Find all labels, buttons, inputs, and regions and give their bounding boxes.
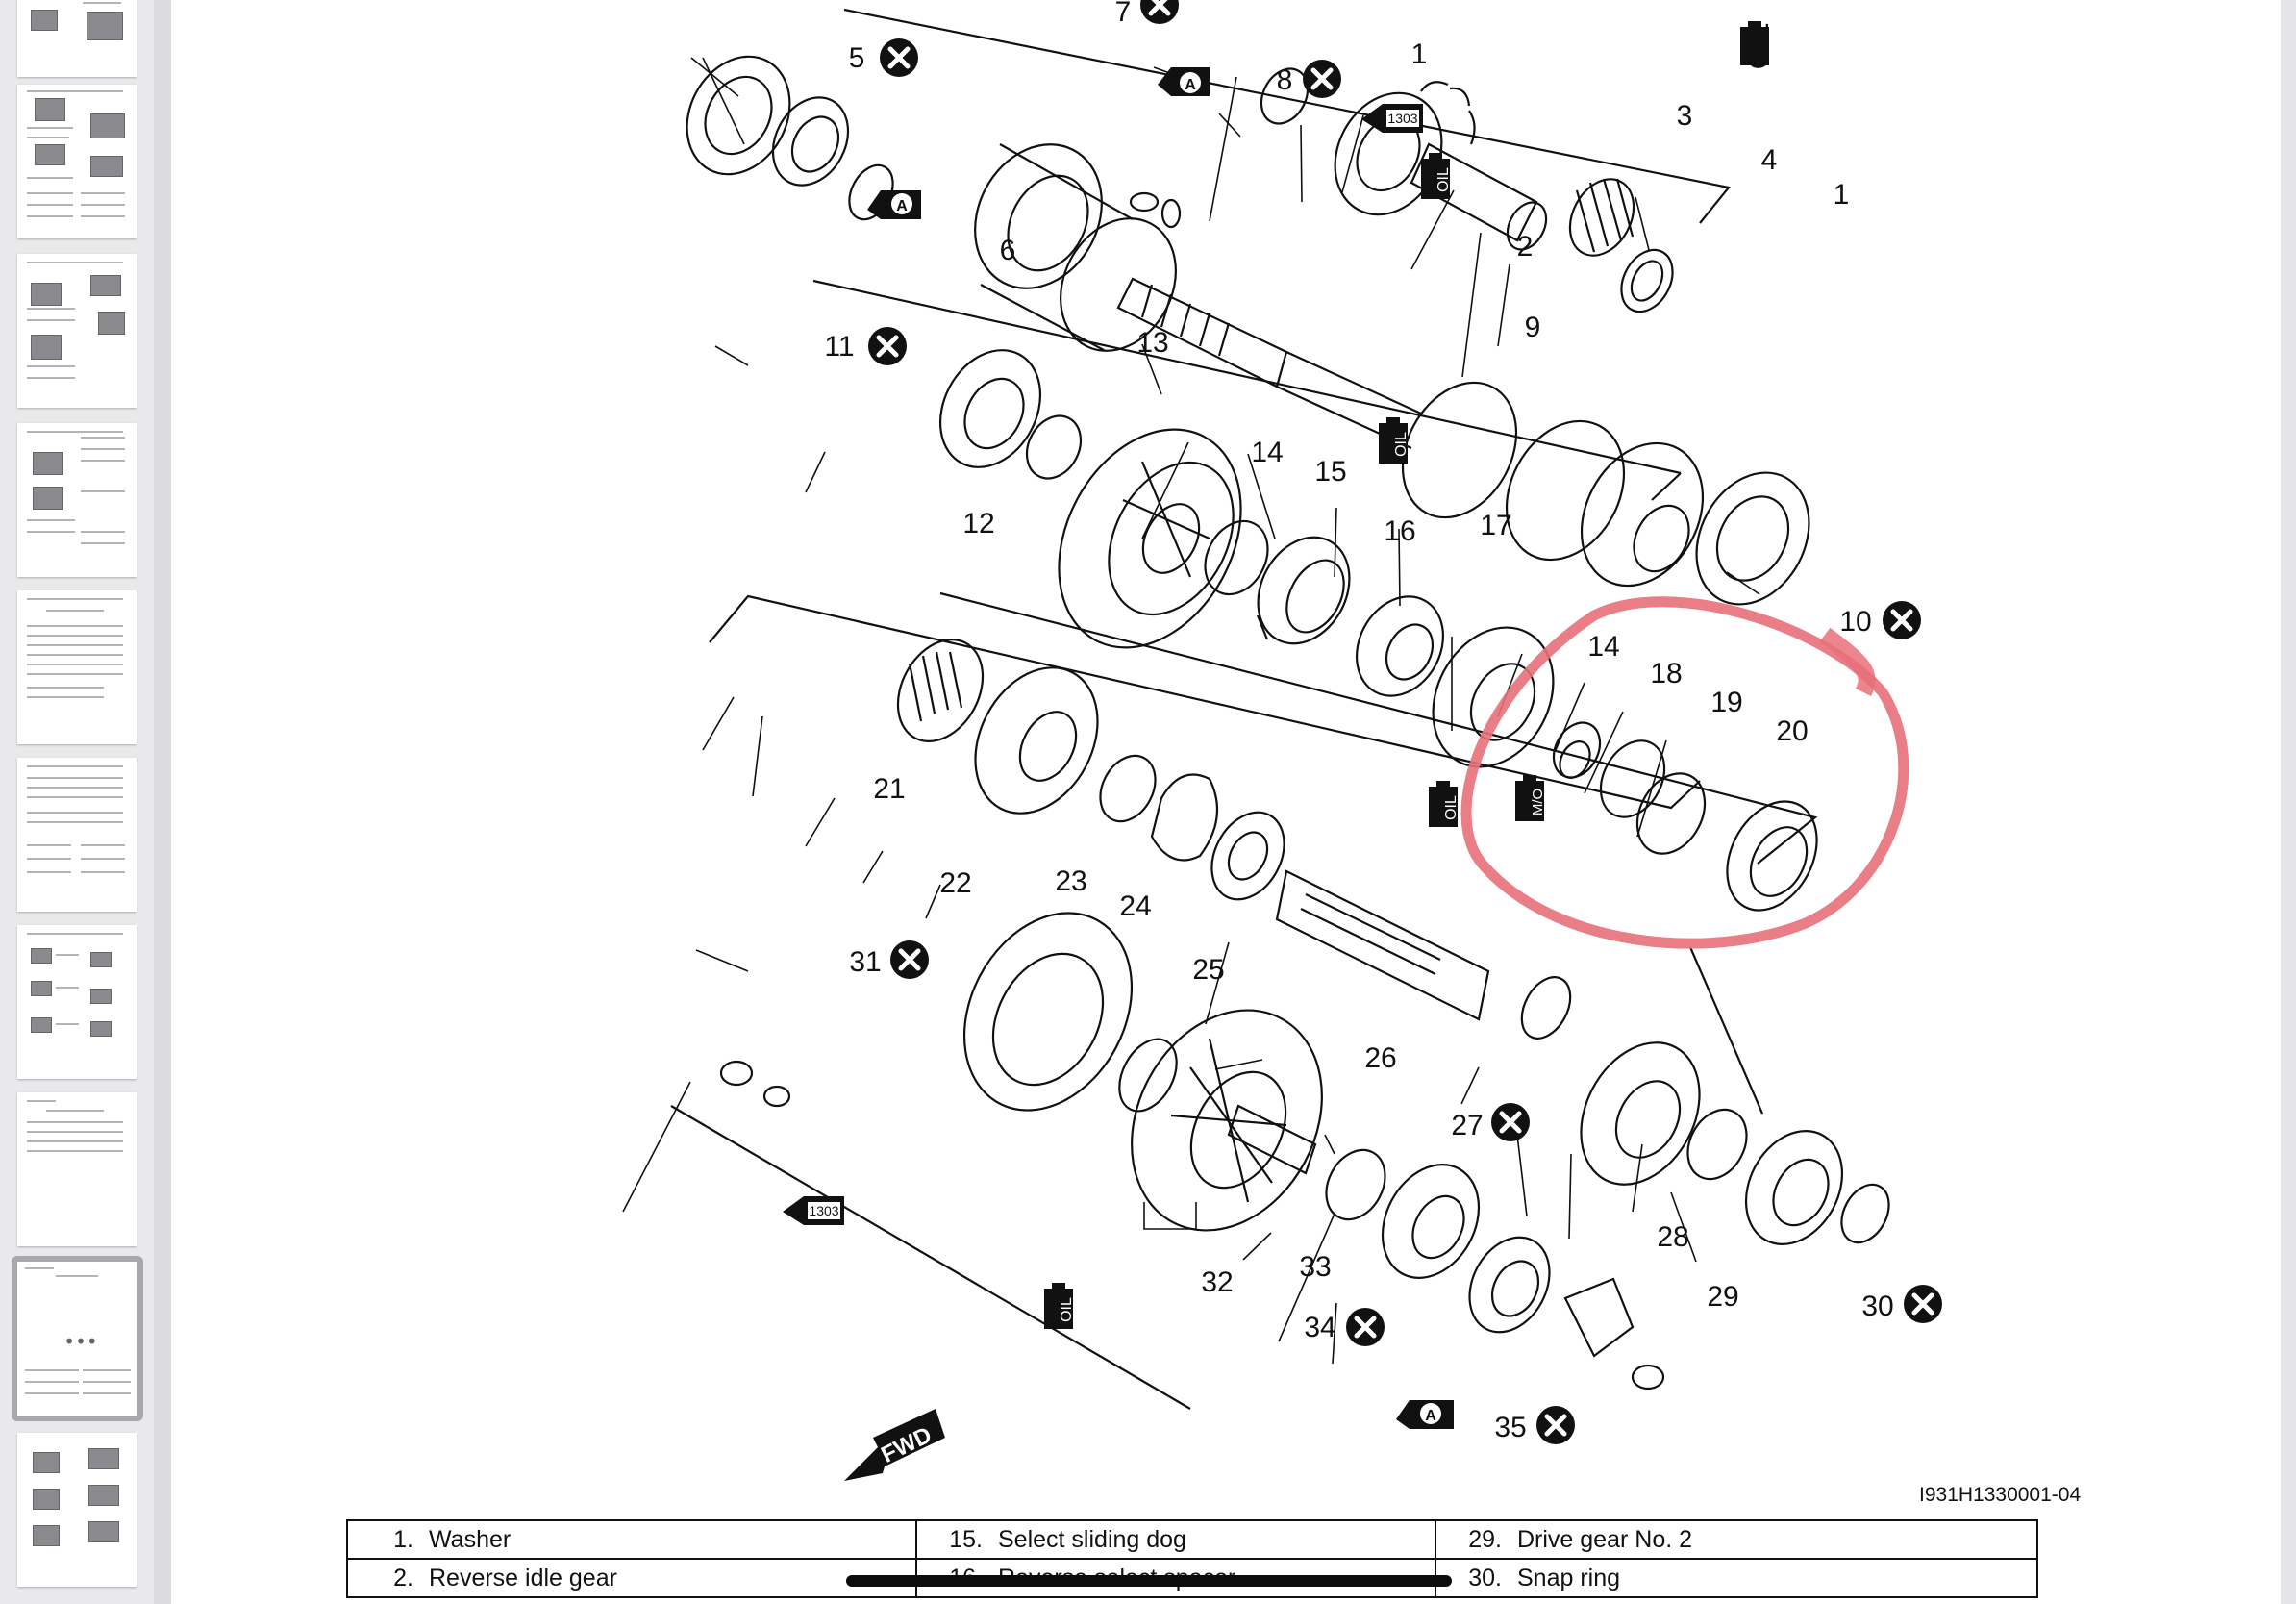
moly-oil-icon: M/O bbox=[1515, 775, 1546, 821]
table-cell: 30.Snap ring bbox=[1435, 1558, 2038, 1598]
callout-1-second: 1 bbox=[1834, 179, 1850, 211]
callout-27: 27 bbox=[1451, 1110, 1483, 1141]
page-thumbnail[interactable] bbox=[17, 423, 137, 577]
forward-arrow-icon: FWD bbox=[844, 1409, 945, 1481]
grease-icon: A bbox=[1158, 67, 1210, 96]
callout-13: 13 bbox=[1136, 327, 1168, 359]
scroll-gutter bbox=[2281, 0, 2296, 1604]
callout-14-second: 14 bbox=[1587, 631, 1619, 663]
callout-17: 17 bbox=[1480, 510, 1511, 541]
callout-6: 6 bbox=[1000, 235, 1016, 266]
svg-text:OIL: OIL bbox=[1435, 167, 1452, 192]
callout-29: 29 bbox=[1707, 1281, 1738, 1313]
callout-35: 35 bbox=[1494, 1412, 1526, 1443]
home-indicator[interactable] bbox=[846, 1575, 1452, 1587]
callout-34: 34 bbox=[1304, 1312, 1335, 1343]
highlight-circle bbox=[1460, 596, 1909, 949]
callout-18: 18 bbox=[1650, 658, 1682, 689]
callout-19: 19 bbox=[1710, 687, 1742, 718]
table-row: 1.Washer 15.Select sliding dog 29.Drive … bbox=[346, 1519, 2038, 1560]
callout-9: 9 bbox=[1525, 312, 1541, 343]
oil-icon: OIL bbox=[1379, 417, 1410, 464]
callout-21: 21 bbox=[873, 773, 905, 805]
callout-5: 5 bbox=[849, 42, 865, 74]
page-thumbnail[interactable] bbox=[17, 758, 137, 912]
callout-3: 3 bbox=[1677, 100, 1693, 132]
page-thumbnail[interactable] bbox=[17, 1433, 137, 1587]
grease-icon: A bbox=[1396, 1400, 1454, 1429]
svg-text:1303: 1303 bbox=[1387, 111, 1417, 126]
page-thumbnail[interactable] bbox=[17, 85, 137, 238]
page-thumbnail[interactable] bbox=[17, 0, 137, 77]
table-row: 2.Reverse idle gear 16.Reverse select sp… bbox=[346, 1558, 2038, 1598]
callout-31: 31 bbox=[849, 946, 881, 978]
page-thumbnail-current[interactable]: ••• bbox=[12, 1256, 143, 1421]
callout-10: 10 bbox=[1839, 606, 1871, 638]
svg-text:OIL: OIL bbox=[1059, 1297, 1075, 1322]
svg-text:1303: 1303 bbox=[809, 1203, 838, 1218]
figure-id: I931H1330001-04 bbox=[1919, 1484, 2082, 1506]
oil-icon: OIL bbox=[1429, 781, 1460, 827]
svg-text:OIL: OIL bbox=[1743, 23, 1775, 69]
threadlock-icon: 1303 bbox=[1361, 104, 1423, 133]
page-thumbnail[interactable] bbox=[17, 254, 137, 408]
svg-text:OIL: OIL bbox=[1393, 432, 1410, 457]
thumbnail-sidebar: ••• bbox=[0, 0, 155, 1604]
svg-text:A: A bbox=[896, 198, 908, 214]
callout-26: 26 bbox=[1364, 1042, 1396, 1074]
svg-text:OIL: OIL bbox=[1443, 795, 1460, 820]
callout-28: 28 bbox=[1657, 1221, 1688, 1253]
callout-23: 23 bbox=[1055, 865, 1086, 897]
callout-14: 14 bbox=[1251, 437, 1283, 468]
transmission-exploded-diagram: OIL OIL OIL OIL M/O OIL bbox=[622, 0, 2281, 1481]
callout-24: 24 bbox=[1119, 890, 1151, 922]
callout-8: 8 bbox=[1277, 64, 1293, 96]
callout-12: 12 bbox=[962, 508, 994, 539]
callout-16: 16 bbox=[1384, 515, 1415, 547]
callout-33: 33 bbox=[1299, 1251, 1331, 1283]
svg-text:A: A bbox=[1425, 1408, 1436, 1424]
callout-7: 7 bbox=[1115, 0, 1132, 28]
callout-1: 1 bbox=[1411, 38, 1428, 70]
callout-11: 11 bbox=[824, 331, 854, 363]
more-options-button[interactable]: ••• bbox=[62, 1325, 100, 1364]
document-page: OIL OIL OIL OIL M/O OIL bbox=[171, 0, 2281, 1604]
callout-15: 15 bbox=[1314, 456, 1346, 488]
table-cell: 15.Select sliding dog bbox=[915, 1519, 1436, 1560]
page-thumbnail[interactable] bbox=[17, 1092, 137, 1246]
callout-4: 4 bbox=[1761, 144, 1778, 176]
oil-icon: OIL bbox=[1421, 153, 1452, 199]
page-thumbnail[interactable] bbox=[17, 590, 137, 744]
svg-text:A: A bbox=[1185, 77, 1196, 93]
callout-32: 32 bbox=[1201, 1266, 1233, 1298]
page-thumbnail[interactable] bbox=[17, 925, 137, 1079]
table-cell: 29.Drive gear No. 2 bbox=[1435, 1519, 2038, 1560]
callout-25: 25 bbox=[1192, 954, 1224, 986]
threadlock-icon: 1303 bbox=[783, 1196, 844, 1225]
table-cell: 1.Washer bbox=[346, 1519, 917, 1560]
oil-icon: OIL bbox=[1044, 1283, 1075, 1329]
callout-2: 2 bbox=[1517, 231, 1534, 263]
callout-30: 30 bbox=[1861, 1291, 1893, 1322]
callout-22: 22 bbox=[939, 867, 971, 899]
svg-text:M/O: M/O bbox=[1530, 789, 1546, 815]
grease-icon: A bbox=[867, 190, 921, 219]
callout-20: 20 bbox=[1776, 715, 1808, 747]
oil-icon: OIL bbox=[1740, 21, 1775, 69]
table-cell: 2.Reverse idle gear bbox=[346, 1558, 917, 1598]
page-gutter bbox=[154, 0, 171, 1604]
parts-table: 1.Washer 15.Select sliding dog 29.Drive … bbox=[346, 1519, 2038, 1598]
